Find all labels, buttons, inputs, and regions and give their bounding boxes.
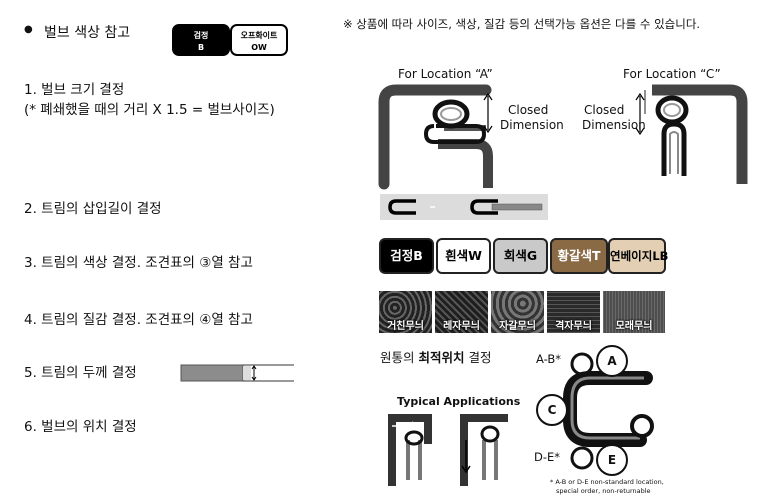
step-6: 6. 벌브의 위치 결정	[24, 419, 137, 435]
thickness-diagram	[180, 364, 294, 382]
chip-black-code: B	[197, 43, 205, 52]
position-footnote-2: special order, non-returnable	[556, 487, 651, 495]
color-tan: 황갈색T	[550, 238, 608, 274]
color-reference-title: 벌브 색상 참고	[44, 25, 131, 41]
position-title: 원통의 최적위치 결정	[380, 347, 491, 366]
texture-pebble: 자갈무늬	[490, 290, 545, 334]
chip-offwhite: 오프화이트 OW	[230, 24, 288, 56]
chip-offwhite-name: 오프화이트	[240, 31, 278, 40]
step-5: 5. 트림의 두께 결정	[24, 365, 137, 381]
position-label-ab: A-B*	[536, 352, 561, 366]
texture-rough-label: 거친무늬	[387, 321, 424, 332]
step-1: 1. 벌브 크기 결정	[24, 82, 125, 98]
texture-pebble-label: 자갈무늬	[499, 321, 536, 332]
position-footnote-1: * A-B or D-E non-standard location,	[550, 478, 664, 486]
position-title-suffix: 결정	[464, 350, 492, 365]
texture-grid: 격자무늬	[546, 290, 601, 334]
location-c-label: For Location “C”	[623, 67, 721, 81]
step-1-formula: (* 폐쇄했을 때의 거리 X 1.5 = 벌브사이즈)	[24, 102, 275, 118]
texture-sand: 모래무늬	[602, 290, 666, 334]
step-2: 2. 트림의 삽입길이 결정	[24, 201, 162, 217]
svg-text:Closed: Closed	[508, 103, 548, 117]
color-reference-bullet: ●	[24, 24, 33, 35]
texture-grid-label: 격자무늬	[555, 321, 592, 332]
typical-applications-label: Typical Applications	[397, 395, 521, 408]
position-label-c: C	[536, 394, 568, 426]
texture-sand-label: 모래무늬	[615, 321, 653, 332]
chip-offwhite-code: OW	[251, 43, 267, 52]
texture-leather-label: 레자무늬	[443, 321, 480, 332]
options-note: ※ 상품에 따라 사이즈, 색상, 질감 등의 선택가능 옵션은 다를 수 있습…	[343, 17, 701, 31]
color-gray: 회색G	[493, 238, 548, 274]
position-label-a: A	[596, 345, 628, 377]
position-title-bold: 최적위치	[418, 350, 465, 365]
texture-rough: 거친무늬	[378, 290, 433, 334]
bulb-position-diagram	[563, 352, 654, 470]
color-light-beige: 연베이지LB	[608, 238, 668, 274]
insertion-length-diagram	[380, 194, 548, 220]
svg-text:Closed: Closed	[584, 103, 624, 117]
location-a-diagram: Closed Dimension	[378, 84, 564, 190]
chip-black: 검정 B	[172, 24, 230, 56]
color-white: 흰색W	[436, 238, 491, 274]
position-title-prefix: 원통의	[380, 350, 419, 365]
svg-text:Dimension: Dimension	[500, 118, 564, 132]
step-4: 4. 트림의 질감 결정. 조견표의 ④열 참고	[24, 312, 253, 328]
location-a-label: For Location “A”	[398, 67, 493, 81]
location-c-diagram: Closed Dimension	[582, 84, 748, 184]
position-label-e: E	[596, 444, 628, 476]
position-label-de: D-E*	[534, 450, 561, 464]
chip-black-name: 검정	[193, 31, 209, 40]
svg-text:Dimension: Dimension	[582, 118, 646, 132]
texture-leather: 레자무늬	[434, 290, 489, 334]
step-3: 3. 트림의 색상 결정. 조견표의 ③열 참고	[24, 255, 253, 271]
color-black: 검정B	[379, 238, 434, 274]
typical-applications-diagram	[388, 414, 508, 486]
